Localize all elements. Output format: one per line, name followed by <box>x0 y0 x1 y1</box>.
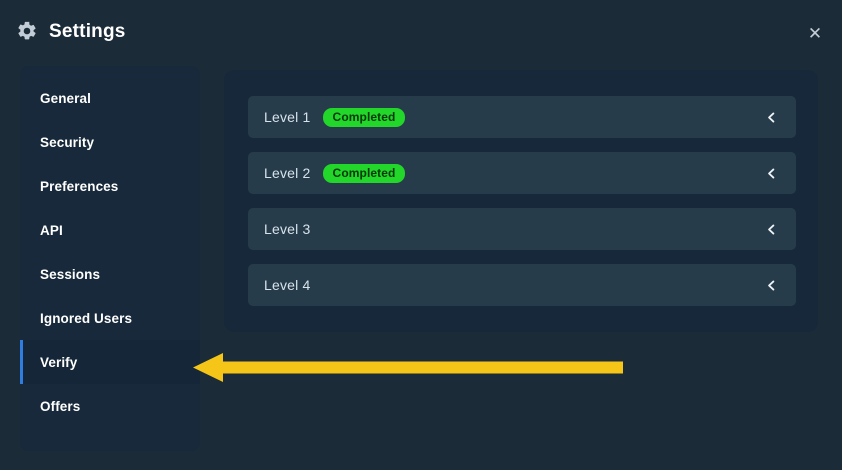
sidebar-item-label: Security <box>40 134 95 150</box>
status-badge: Completed <box>322 107 406 127</box>
sidebar-item-label: General <box>40 90 91 106</box>
level-name: Level 1 <box>264 109 311 125</box>
sidebar-item-security[interactable]: Security <box>20 120 200 164</box>
dialog-header: Settings ✕ <box>0 0 842 66</box>
level-name: Level 2 <box>264 165 311 181</box>
sidebar-item-general[interactable]: General <box>20 76 200 120</box>
sidebar-item-label: API <box>40 222 63 238</box>
close-icon[interactable]: ✕ <box>804 22 826 44</box>
gear-icon <box>16 20 38 42</box>
page-title: Settings <box>49 20 126 42</box>
level-row[interactable]: Level 4 <box>248 264 796 306</box>
chevron-left-icon[interactable] <box>765 111 778 124</box>
level-row[interactable]: Level 3 <box>248 208 796 250</box>
sidebar-item-label: Verify <box>40 354 78 370</box>
level-name: Level 3 <box>264 221 311 237</box>
chevron-left-icon[interactable] <box>765 279 778 292</box>
sidebar-item-label: Sessions <box>40 266 101 282</box>
sidebar-item-sessions[interactable]: Sessions <box>20 252 200 296</box>
chevron-left-icon[interactable] <box>765 223 778 236</box>
sidebar-item-preferences[interactable]: Preferences <box>20 164 200 208</box>
header-title-group: Settings <box>16 20 126 42</box>
sidebar-item-ignored-users[interactable]: Ignored Users <box>20 296 200 340</box>
annotation-arrow-left <box>193 350 623 386</box>
status-badge: Completed <box>322 163 406 183</box>
sidebar-top-spacer <box>20 66 200 76</box>
level-list: Level 1 Completed Level 2 Completed Leve… <box>248 96 796 306</box>
sidebar-item-offers[interactable]: Offers <box>20 384 200 428</box>
sidebar-item-api[interactable]: API <box>20 208 200 252</box>
level-row[interactable]: Level 1 Completed <box>248 96 796 138</box>
sidebar-item-label: Offers <box>40 398 81 414</box>
sidebar-item-label: Preferences <box>40 178 119 194</box>
verify-levels-panel: Level 1 Completed Level 2 Completed Leve… <box>224 70 818 332</box>
sidebar-item-verify[interactable]: Verify <box>20 340 200 384</box>
level-row[interactable]: Level 2 Completed <box>248 152 796 194</box>
level-name: Level 4 <box>264 277 311 293</box>
sidebar-item-label: Ignored Users <box>40 310 133 326</box>
settings-sidebar: General Security Preferences API Session… <box>20 66 200 451</box>
chevron-left-icon[interactable] <box>765 167 778 180</box>
